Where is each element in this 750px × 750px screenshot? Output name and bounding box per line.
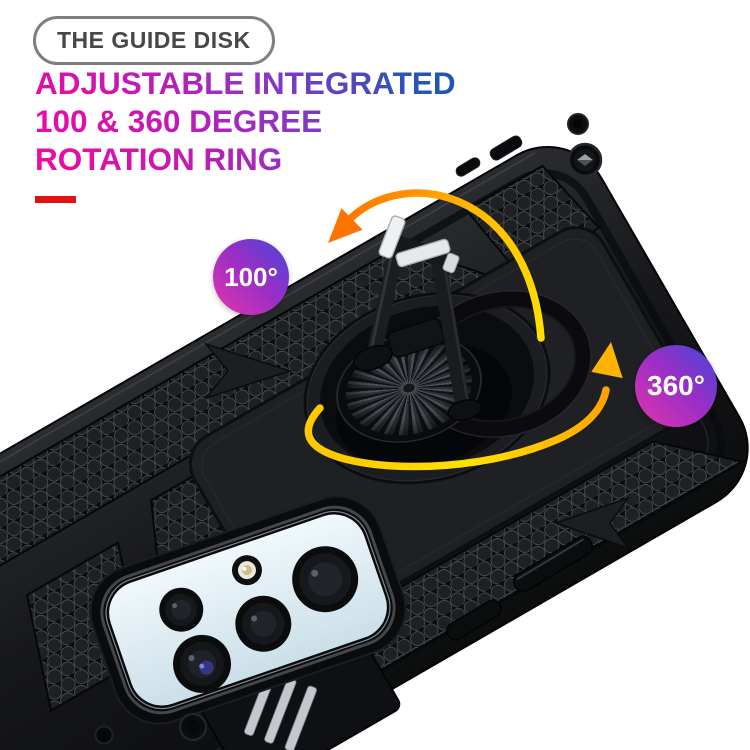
chevron-ridge-left [203, 342, 293, 400]
rotation-arrow-360-icon [304, 342, 623, 471]
callout-360-label: 360° [647, 370, 705, 401]
camera-flash [231, 555, 262, 586]
corner-accent [567, 142, 603, 178]
headline-line-2: 100 & 360 DEGREE [35, 103, 323, 139]
camera-lens [235, 595, 292, 652]
headline: ADJUSTABLE INTEGRATED 100 & 360 DEGREE R… [35, 64, 456, 178]
callout-360-degree: 360° [635, 345, 717, 427]
hinge-tab [387, 318, 445, 358]
corner-screw [567, 113, 589, 135]
chevron-ridge-right [553, 496, 630, 550]
headline-line-3: ROTATION RING [35, 141, 283, 177]
camera-lens [159, 587, 204, 632]
side-button-power [512, 535, 594, 593]
metal-clip [378, 215, 460, 274]
headline-line-1: ADJUSTABLE INTEGRATED [35, 65, 456, 101]
camera-lens [292, 546, 359, 613]
top-button-nub [489, 135, 523, 161]
top-button-nub [455, 157, 481, 177]
tagline-pill-label: THE GUIDE DISK [57, 27, 251, 53]
camera-lens-main [173, 634, 232, 693]
lanyard-hole [94, 725, 114, 745]
tagline-pill: THE GUIDE DISK [33, 16, 275, 65]
accent-dash [35, 196, 76, 203]
edge-highlight [0, 151, 536, 509]
side-button-volume [446, 599, 502, 641]
callout-100-degree: 100° [213, 239, 289, 315]
callout-100-label: 100° [224, 261, 278, 292]
rotation-arrow-100-icon [328, 189, 545, 342]
camera-module [89, 495, 407, 725]
corner-accent-bottom [179, 713, 207, 741]
